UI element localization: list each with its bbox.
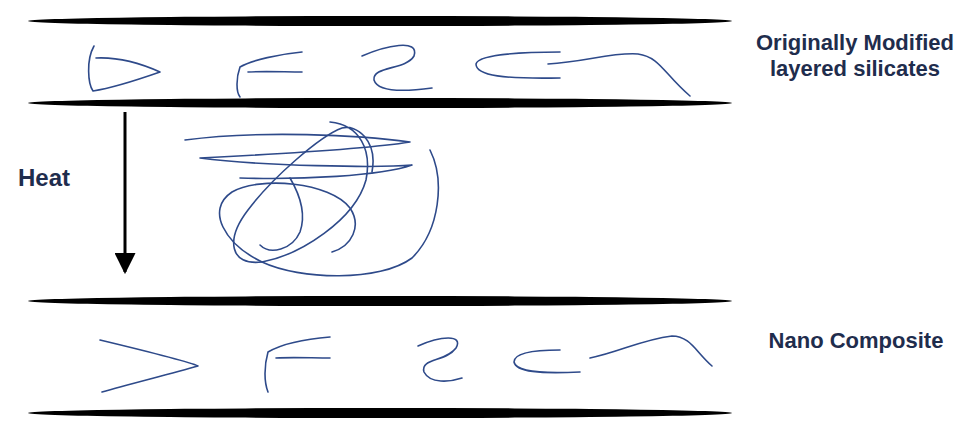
- surfactant-chains: [100, 336, 712, 392]
- polymer-coil: [185, 122, 438, 276]
- silicate-sheet: [28, 98, 732, 108]
- stage-label: Nano Composite: [758, 328, 954, 354]
- stage-label: Originally Modified layered silicates: [752, 30, 958, 82]
- silicate-sheet: [28, 296, 732, 306]
- silicate-sheet: [28, 408, 732, 418]
- heat-arrow: [124, 112, 127, 272]
- surfactant-chains: [89, 45, 690, 97]
- silicate-sheet: [28, 16, 732, 26]
- process-label: Heat: [18, 164, 108, 192]
